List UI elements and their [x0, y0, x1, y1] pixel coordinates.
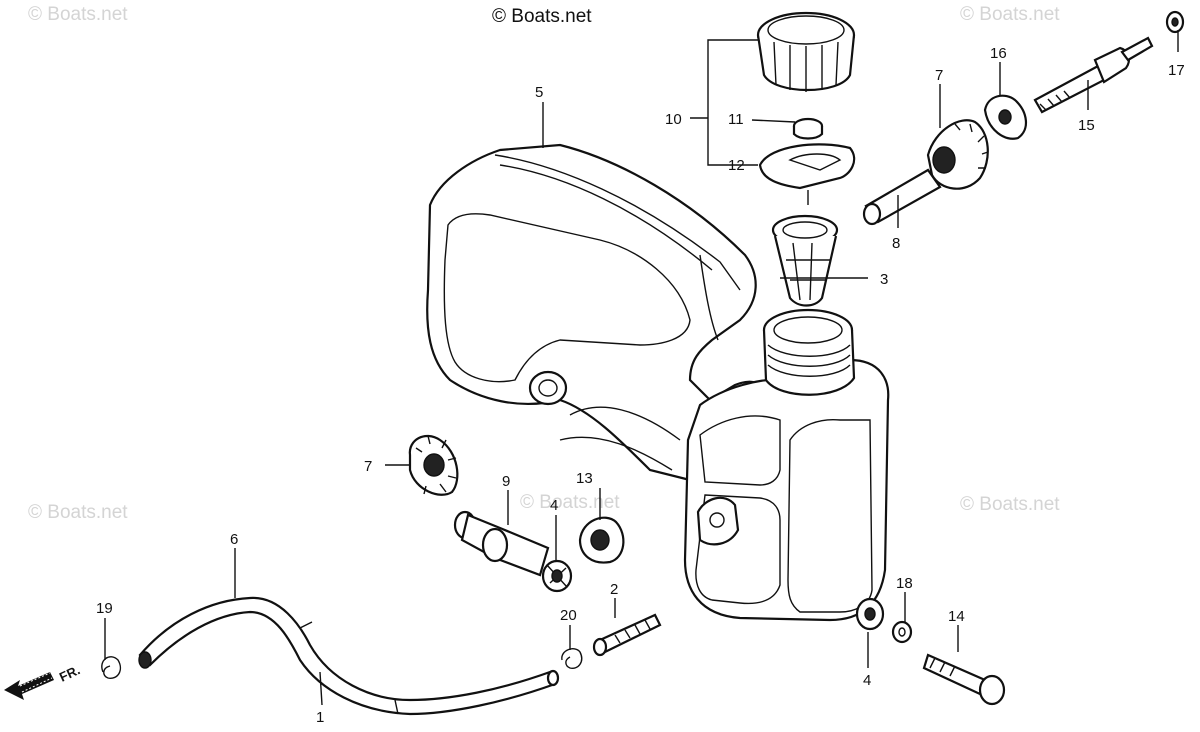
- collar-bolt-icon: [453, 510, 550, 577]
- callout-numbers: 5 10 11 12 3 8 7 16 15 17 7 9 4 13 2 20 …: [96, 45, 1185, 726]
- callout-12: 12: [728, 157, 745, 174]
- callout-13: 13: [576, 470, 593, 487]
- watermark-mid-right: © Boats.net: [960, 494, 1060, 515]
- hose-clip-right-icon: [561, 648, 583, 669]
- callout-15: 15: [1078, 117, 1095, 134]
- knob-nut-top-icon: [926, 119, 989, 190]
- long-bolt-top-icon: [1033, 36, 1154, 114]
- callout-5: 5: [535, 84, 543, 101]
- front-direction-arrow-icon: [4, 672, 54, 700]
- callout-4-right: 4: [863, 672, 871, 689]
- screw-icon: [592, 613, 662, 657]
- front-direction-label: FR.: [57, 662, 82, 684]
- callout-10: 10: [665, 111, 682, 128]
- watermark-mid-center: © Boats.net: [520, 492, 620, 513]
- callout-17: 17: [1168, 62, 1185, 79]
- knob-nut-left-icon: [408, 434, 459, 496]
- callout-18: 18: [896, 575, 913, 592]
- callout-14: 14: [948, 608, 965, 625]
- collar-pipe-icon: [862, 168, 942, 226]
- callout-11: 11: [728, 111, 744, 128]
- cap-seal-icon: [792, 117, 824, 140]
- fuel-tank-icon: [426, 143, 890, 622]
- filler-cap-icon: [756, 11, 856, 92]
- fuel-tube-icon: [138, 596, 560, 716]
- clip-top-icon: [1165, 10, 1185, 34]
- callout-1: 1: [316, 709, 324, 726]
- rubber-mount-right-icon: [855, 597, 885, 631]
- callout-7-left: 7: [364, 458, 372, 475]
- watermark-top-center: © Boats.net: [492, 6, 592, 27]
- grommet-icon: [578, 516, 625, 564]
- watermark-mid-left: © Boats.net: [28, 502, 128, 523]
- callout-2: 2: [610, 581, 618, 598]
- washer-small-icon: [891, 620, 913, 644]
- watermark-top-left: © Boats.net: [28, 4, 128, 25]
- callout-9: 9: [502, 473, 510, 490]
- flange-bolt-icon: [922, 653, 1006, 706]
- callout-16: 16: [990, 45, 1007, 62]
- callout-8: 8: [892, 235, 900, 252]
- callout-3: 3: [880, 271, 888, 288]
- rubber-mount-left-icon: [541, 559, 573, 593]
- callout-20: 20: [560, 607, 577, 624]
- hose-clip-left-icon: [101, 656, 122, 679]
- leader-lines: [104, 30, 1179, 706]
- watermark-top-right: © Boats.net: [960, 4, 1060, 25]
- strainer-icon: [771, 214, 839, 307]
- washer-icon: [983, 94, 1027, 140]
- cap-plate-icon: [758, 143, 856, 205]
- callout-7-top: 7: [935, 67, 943, 84]
- callout-6: 6: [230, 531, 238, 548]
- callout-4-left: 4: [550, 497, 558, 514]
- callout-19: 19: [96, 600, 113, 617]
